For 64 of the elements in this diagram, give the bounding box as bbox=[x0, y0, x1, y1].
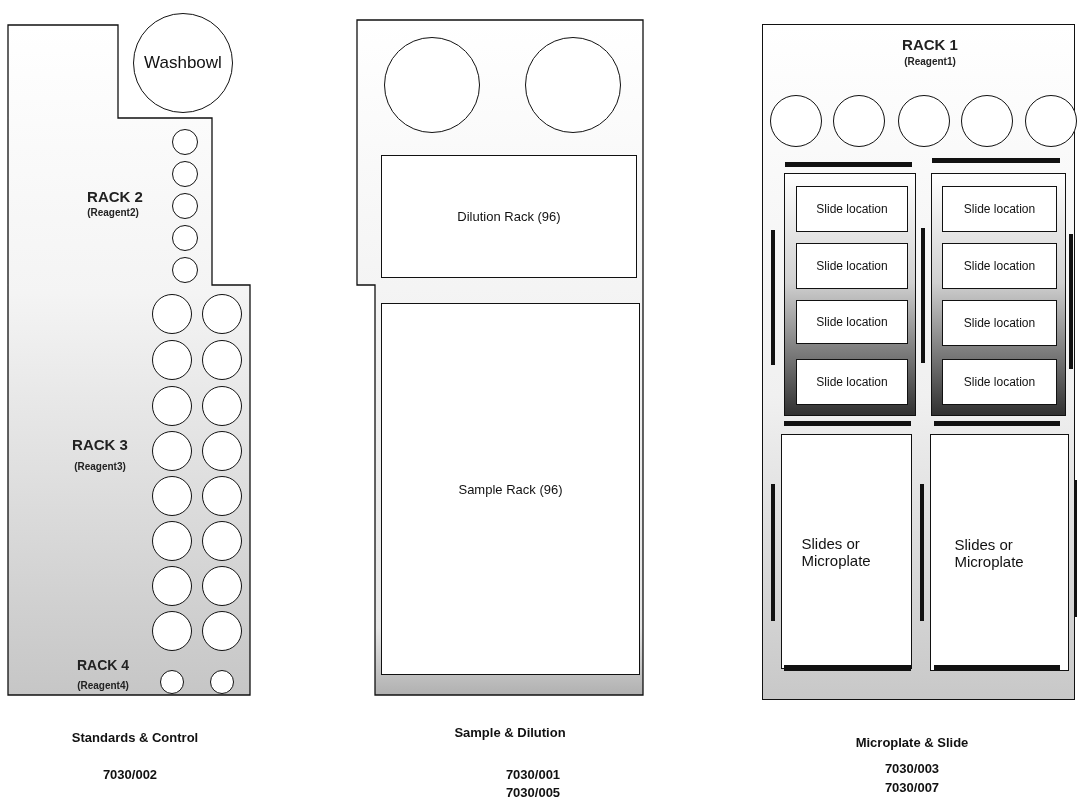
slide-location-box: Slide location bbox=[796, 359, 908, 405]
vial-position bbox=[898, 95, 950, 147]
vial-position bbox=[152, 294, 192, 334]
slide-location-box: Slide location bbox=[942, 186, 1057, 232]
reagent-label: (Reagent1) bbox=[904, 56, 956, 67]
vial-position bbox=[172, 257, 198, 283]
vial-position bbox=[152, 611, 192, 651]
reagent-label: (Reagent2) bbox=[87, 207, 139, 218]
rack-tray bbox=[8, 25, 250, 695]
vial-position bbox=[384, 37, 480, 133]
vial-position bbox=[202, 294, 242, 334]
panel-caption: Microplate & Slide bbox=[855, 735, 969, 750]
rack-box: Slides or Microplate bbox=[930, 434, 1069, 671]
slide-holder bbox=[931, 173, 1066, 416]
panel-caption: Sample & Dilution bbox=[454, 725, 566, 740]
part-number: 7030/002 bbox=[102, 767, 158, 782]
slide-location-box: Slide location bbox=[796, 186, 908, 232]
washbowl-circle: Washbowl bbox=[133, 13, 233, 113]
panel-caption: Standards & Control bbox=[71, 730, 199, 745]
vial-position bbox=[152, 521, 192, 561]
vial-position bbox=[525, 37, 621, 133]
rack-label: RACK 3 bbox=[72, 436, 128, 453]
rack-tray bbox=[357, 20, 643, 695]
vial-position bbox=[172, 225, 198, 251]
vial-position bbox=[152, 431, 192, 471]
rack-label: RACK 2 bbox=[87, 188, 143, 205]
vial-position bbox=[210, 670, 234, 694]
rack-box: Slides or Microplate bbox=[781, 434, 912, 669]
vial-position bbox=[202, 386, 242, 426]
vial-position bbox=[152, 386, 192, 426]
vial-position bbox=[172, 193, 198, 219]
rack-tray bbox=[762, 24, 1075, 700]
part-number: 7030/003 bbox=[884, 761, 940, 776]
part-number: 7030/005 bbox=[505, 785, 561, 800]
vial-position bbox=[152, 476, 192, 516]
vial-position bbox=[202, 431, 242, 471]
vial-position bbox=[160, 670, 184, 694]
vial-position bbox=[202, 611, 242, 651]
vial-position bbox=[202, 476, 242, 516]
vial-position bbox=[172, 161, 198, 187]
slide-location-box: Slide location bbox=[942, 243, 1057, 289]
rack-box: Dilution Rack (96) bbox=[381, 155, 637, 278]
slide-location-box: Slide location bbox=[942, 359, 1057, 405]
vial-position bbox=[961, 95, 1013, 147]
rack-box: Sample Rack (96) bbox=[381, 303, 640, 675]
rack-label: RACK 1 bbox=[902, 36, 958, 53]
slide-location-box: Slide location bbox=[796, 300, 908, 344]
vial-position bbox=[202, 521, 242, 561]
vial-position bbox=[202, 340, 242, 380]
vial-position bbox=[172, 129, 198, 155]
rack-label: RACK 4 bbox=[76, 657, 130, 673]
vial-position bbox=[833, 95, 885, 147]
slide-location-box: Slide location bbox=[942, 300, 1057, 346]
vial-position bbox=[152, 340, 192, 380]
slide-location-box: Slide location bbox=[796, 243, 908, 289]
part-number: 7030/001 bbox=[505, 767, 561, 782]
part-number: 7030/007 bbox=[884, 780, 940, 795]
vial-position bbox=[770, 95, 822, 147]
vial-position bbox=[1025, 95, 1077, 147]
slide-holder bbox=[784, 173, 916, 416]
reagent-label: (Reagent4) bbox=[77, 680, 129, 691]
reagent-label: (Reagent3) bbox=[74, 461, 126, 472]
vial-position bbox=[202, 566, 242, 606]
vial-position bbox=[152, 566, 192, 606]
